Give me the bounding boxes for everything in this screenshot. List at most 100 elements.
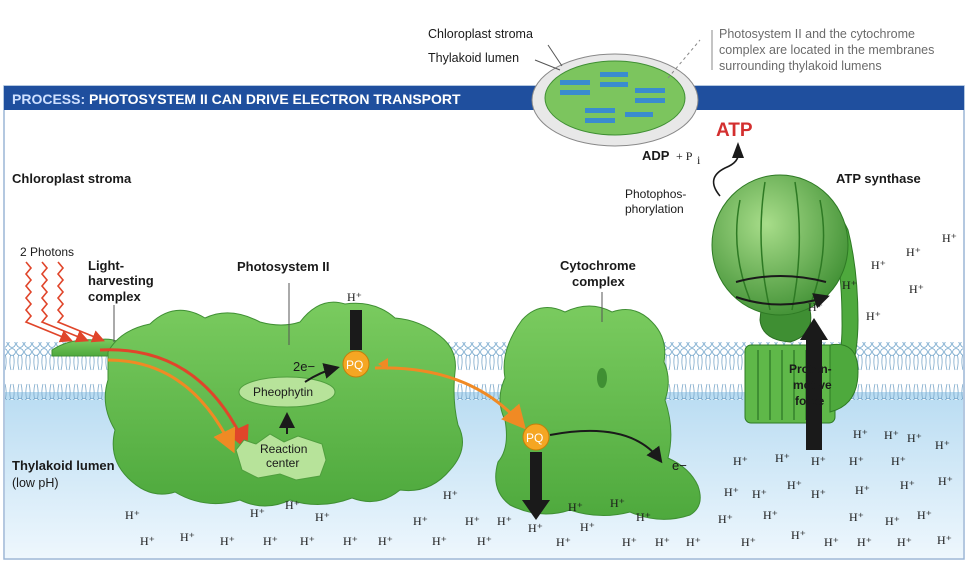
h-plus-ion: H⁺ bbox=[580, 520, 595, 534]
atp-synthase-label: ATP synthase bbox=[836, 171, 921, 186]
h-plus-ion: H⁺ bbox=[811, 454, 826, 468]
h-plus-ps2: H⁺ bbox=[347, 290, 362, 304]
cytochrome-label-2: complex bbox=[572, 274, 626, 289]
h-plus-ion: H⁺ bbox=[443, 488, 458, 502]
photon-arrow-3 bbox=[56, 261, 105, 343]
pq-ps2 bbox=[342, 350, 370, 378]
cytochrome-pore bbox=[597, 368, 607, 388]
h-plus-ion: H⁺ bbox=[938, 474, 953, 488]
lumen-label: Thylakoid lumen bbox=[12, 458, 115, 473]
h-plus-ion: H⁺ bbox=[842, 278, 857, 292]
pmf-label-3: force bbox=[795, 394, 825, 408]
electron-out-arrow bbox=[549, 429, 663, 464]
photon-arrow-2 bbox=[40, 261, 89, 343]
h-plus-ion: H⁺ bbox=[857, 535, 872, 549]
h-plus-ion: H⁺ bbox=[763, 508, 778, 522]
energy-transfer-arrow-2 bbox=[107, 358, 236, 454]
h-plus-ion: H⁺ bbox=[811, 487, 826, 501]
atp-label: ATP bbox=[716, 120, 753, 141]
proton-cloud: H⁺ H⁺ H⁺ H⁺ H⁺ H⁺ H⁺ H⁺ H⁺ H⁺ H⁺ H⁺ H⁺ H⁺ H⁺ H⁺ H⁺ H… bbox=[125, 231, 957, 549]
photons-label: 2 Photons bbox=[20, 245, 74, 259]
h-plus-ion: H⁺ bbox=[465, 514, 480, 528]
atp-synthase-head bbox=[711, 174, 849, 316]
pq-proton-release-bar bbox=[530, 452, 542, 502]
stroma-label: Chloroplast stroma bbox=[12, 171, 132, 186]
h-plus-ion: H⁺ bbox=[906, 245, 921, 259]
banner-title: PHOTOSYSTEM II CAN DRIVE ELECTRON TRANSP… bbox=[89, 91, 461, 107]
banner-prefix: PROCESS: bbox=[12, 91, 85, 107]
h-plus-ion: H⁺ bbox=[935, 438, 950, 452]
h-plus-ion: H⁺ bbox=[180, 530, 195, 544]
rotation-arrow bbox=[735, 293, 830, 309]
inset-caption-line-1: Photosystem II and the cytochrome bbox=[719, 27, 915, 41]
h-plus-ion: H⁺ bbox=[787, 478, 802, 492]
h-plus-ion: H⁺ bbox=[733, 454, 748, 468]
h-plus-ion: H⁺ bbox=[140, 534, 155, 548]
h-plus-ion: H⁺ bbox=[378, 534, 393, 548]
h-plus-ion: H⁺ bbox=[937, 533, 952, 547]
energy-transfer-arrow-1 bbox=[99, 348, 249, 451]
h-plus-ion: H⁺ bbox=[891, 454, 906, 468]
process-banner bbox=[4, 86, 964, 110]
h-plus-ion: H⁺ bbox=[775, 451, 790, 465]
pq-cytochrome bbox=[522, 423, 550, 451]
two-electron-label: 2e− bbox=[293, 359, 315, 374]
h-plus-ion: H⁺ bbox=[497, 514, 512, 528]
pheophytin-label: Pheophytin bbox=[253, 385, 313, 399]
reaction-center-label-1: Reaction bbox=[260, 442, 307, 456]
inset-caption-line-3: surrounding thylakoid lumens bbox=[719, 59, 882, 73]
inset-caption-line-2: complex are located in the membranes bbox=[719, 43, 934, 57]
pq-proton-release-arrowhead bbox=[522, 500, 550, 520]
h-plus-ion: H⁺ bbox=[791, 528, 806, 542]
inset-lumen-leader bbox=[534, 59, 561, 71]
h-plus-ion: H⁺ bbox=[556, 535, 571, 549]
lhc-label-2: harvesting bbox=[88, 273, 154, 288]
h-plus-ion: H⁺ bbox=[528, 521, 543, 535]
cytochrome-label-1: Cytochrome bbox=[560, 258, 636, 273]
photophos-label-1: Photophos- bbox=[625, 187, 686, 201]
pq-shuttle-arrowhead-back bbox=[378, 358, 388, 370]
inset-dashed-leader bbox=[667, 39, 701, 79]
h-plus-ion: H⁺ bbox=[855, 483, 870, 497]
pi-subscript: i bbox=[697, 153, 701, 167]
h-plus-ion: H⁺ bbox=[849, 454, 864, 468]
h-plus-ion: H⁺ bbox=[622, 535, 637, 549]
h-plus-ion: H⁺ bbox=[300, 534, 315, 548]
h-plus-ion: H⁺ bbox=[824, 535, 839, 549]
h-plus-ion: H⁺ bbox=[752, 487, 767, 501]
pq-cytochrome-label: PQ bbox=[526, 431, 543, 445]
h-plus-ion: H⁺ bbox=[636, 510, 651, 524]
reaction-center-label-2: center bbox=[266, 456, 299, 470]
h-plus-ion: H⁺ bbox=[808, 300, 823, 314]
h-plus-ion: H⁺ bbox=[686, 535, 701, 549]
ps2-label: Photosystem II bbox=[237, 259, 329, 274]
atp-arrowhead bbox=[732, 142, 744, 158]
pq-ps2-label: PQ bbox=[346, 358, 363, 372]
h-plus-ion: H⁺ bbox=[917, 508, 932, 522]
h-plus-ion: H⁺ bbox=[343, 534, 358, 548]
h-plus-ion: H⁺ bbox=[263, 534, 278, 548]
pmf-label-2: motive bbox=[793, 378, 832, 392]
h-plus-ion: H⁺ bbox=[610, 496, 625, 510]
lhc-label-1: Light- bbox=[88, 258, 124, 273]
lumen-ph-note: (low pH) bbox=[12, 476, 59, 490]
h-plus-ion: H⁺ bbox=[477, 534, 492, 548]
h-plus-ion: H⁺ bbox=[866, 309, 881, 323]
h-plus-ion: H⁺ bbox=[724, 485, 739, 499]
h-plus-ion: H⁺ bbox=[884, 428, 899, 442]
pheophytin-to-pq-arrow bbox=[304, 363, 340, 383]
cytochrome-complex bbox=[495, 305, 701, 520]
atp-synthase-b-subunit bbox=[829, 343, 859, 413]
h-plus-ion: H⁺ bbox=[315, 510, 330, 524]
photon-arrow-1 bbox=[24, 261, 73, 343]
atp-synthase-head-lobes bbox=[735, 181, 825, 311]
inset-label-lumen: Thylakoid lumen bbox=[428, 51, 519, 65]
h-plus-ion: H⁺ bbox=[942, 231, 957, 245]
h-plus-ion: H⁺ bbox=[220, 534, 235, 548]
inset-stroma-leader bbox=[547, 44, 563, 67]
h-plus-ion: H⁺ bbox=[413, 514, 428, 528]
h-plus-ion: H⁺ bbox=[871, 258, 886, 272]
pmf-label-1: Proton- bbox=[789, 362, 832, 376]
pq-shuttle-arrow bbox=[374, 366, 526, 430]
